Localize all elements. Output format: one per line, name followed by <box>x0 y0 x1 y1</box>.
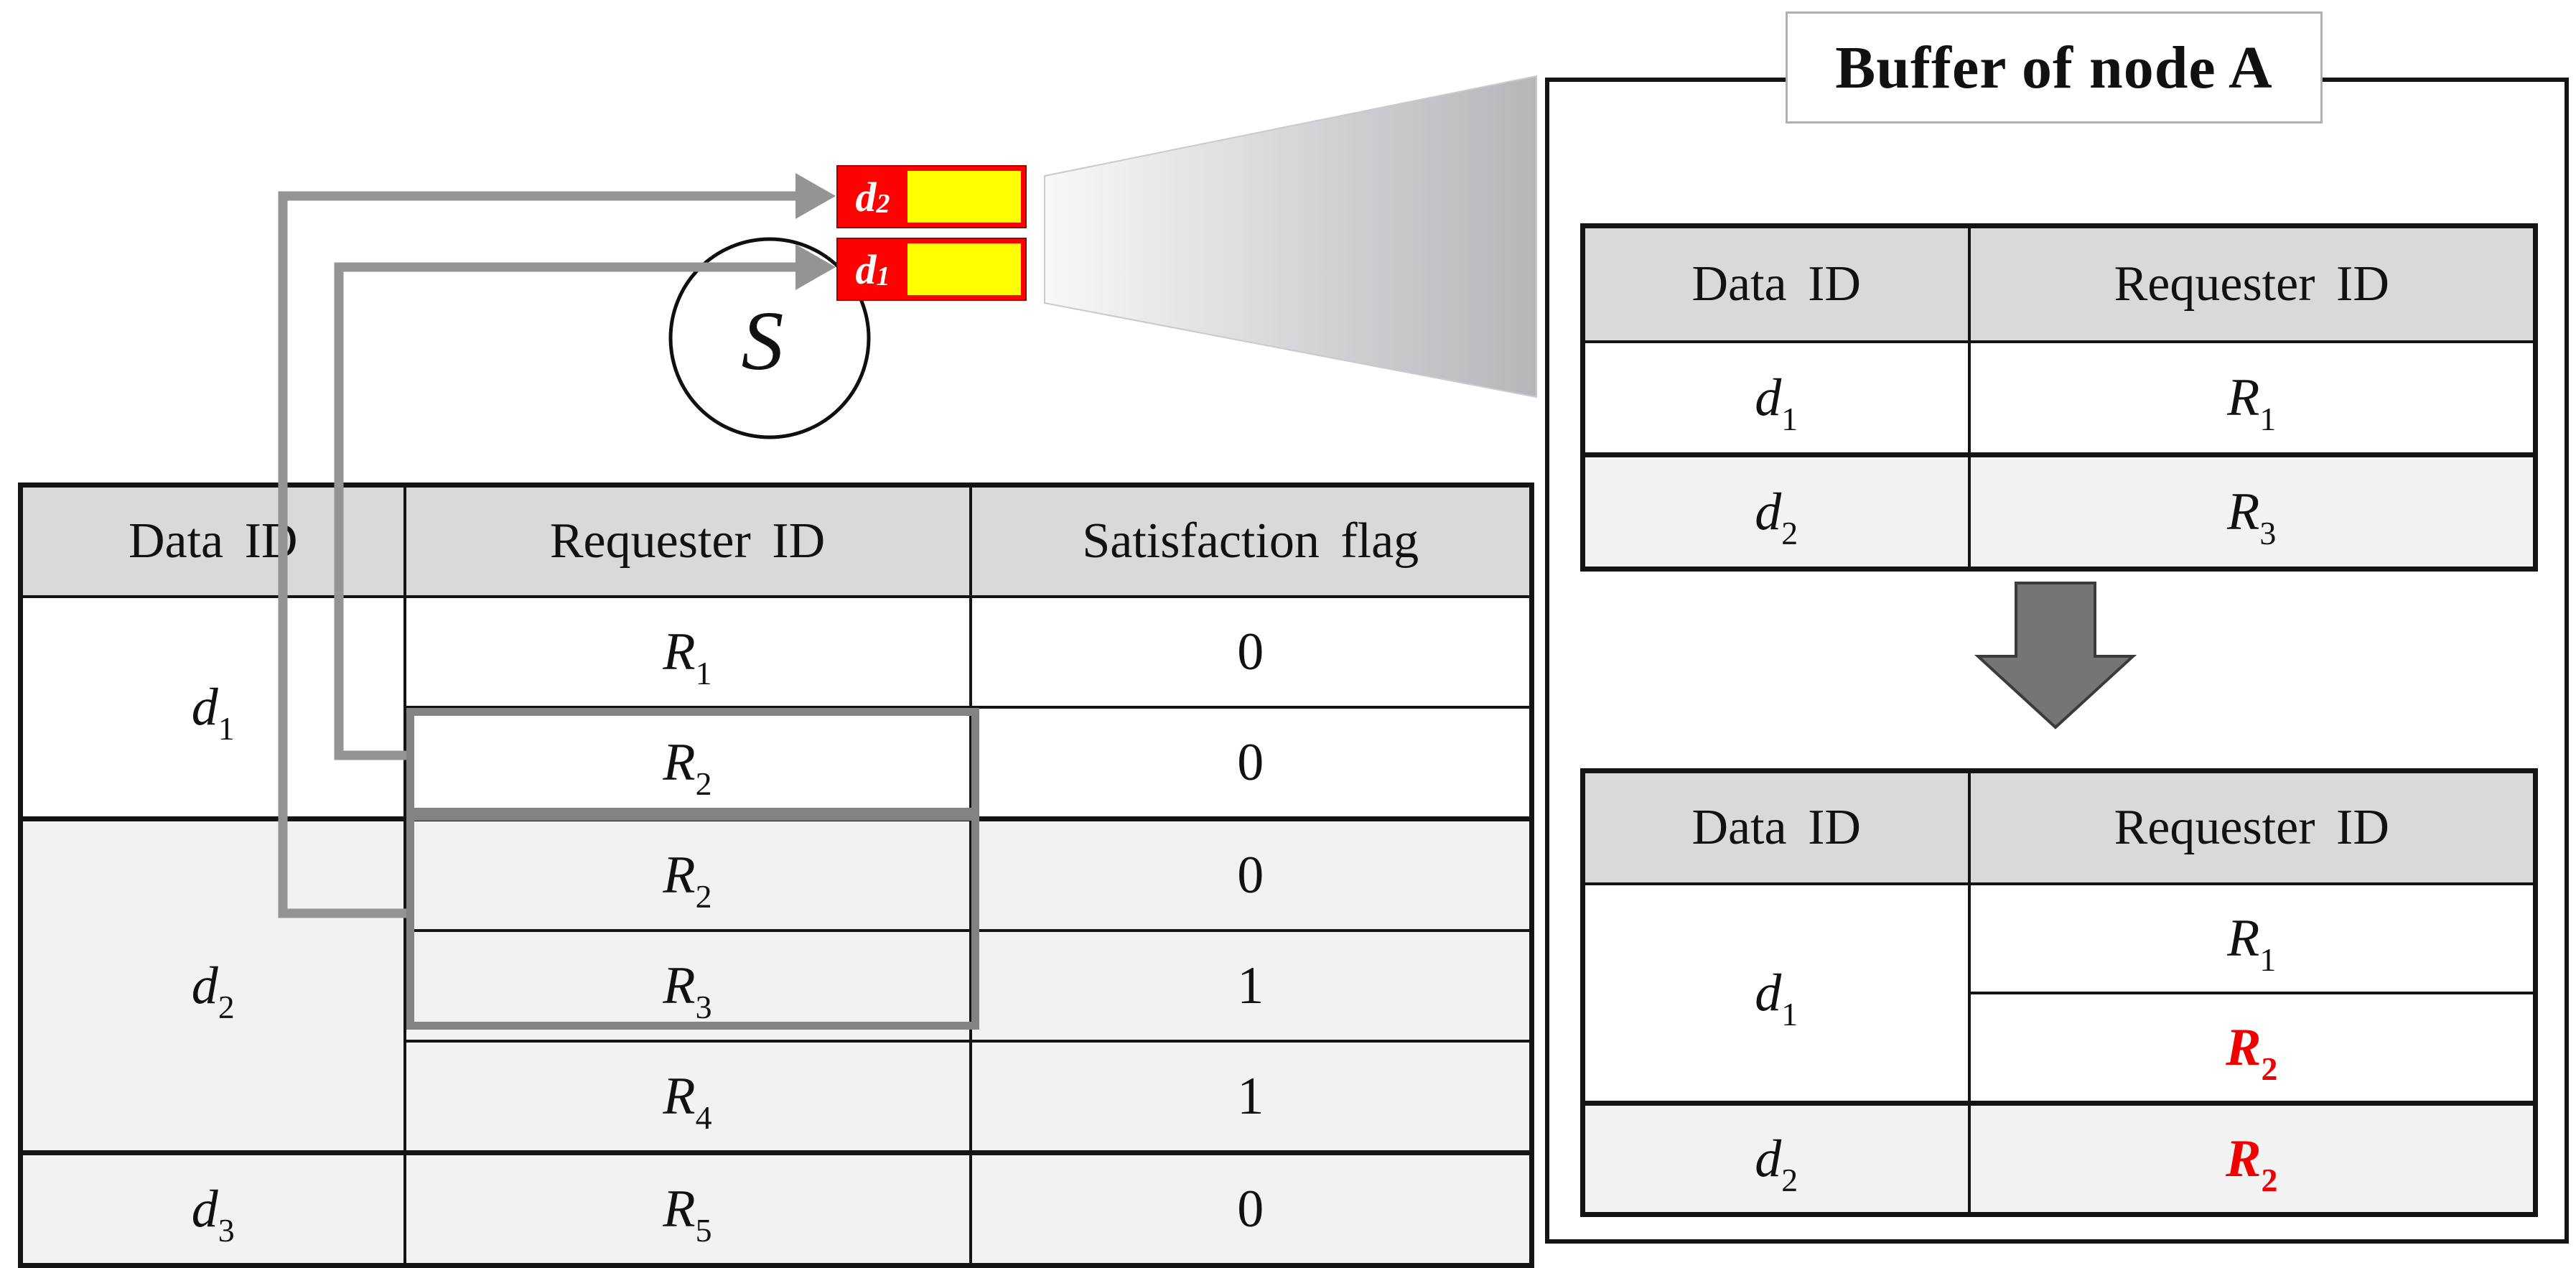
buffer-panel-title-text: Buffer of node A <box>1835 34 2273 101</box>
cell-after-d2-r2-new: R2 <box>1967 1101 2537 1216</box>
table-row: d1 R1 <box>1581 340 2537 457</box>
table-row: d1 R1 0 <box>19 595 1534 821</box>
table-row: d1 R1 <box>1581 882 2537 1105</box>
header-requester-id: Requester ID <box>1967 769 2537 885</box>
table-row: R2 <box>1583 992 2537 1105</box>
source-node-label: S <box>742 294 784 388</box>
cell-after-d2: d2 <box>1581 1101 1971 1216</box>
cell-before-d1: d1 <box>1581 340 1971 457</box>
cell-d2-r4-requester: R4 <box>403 1040 972 1155</box>
header-data-id: Data ID <box>1581 769 1971 885</box>
cell-before-d2-req: R3 <box>1967 452 2537 571</box>
table-row: d2 R2 <box>1581 1101 2537 1216</box>
zoom-beam <box>1044 75 1537 398</box>
cell-data-d1: d1 <box>19 595 406 821</box>
table-row: d2 R3 <box>1581 452 2537 571</box>
header-data-id: Data ID <box>1581 224 1971 343</box>
highlight-box-d1-r2 <box>406 708 979 816</box>
table-row: R4 1 <box>21 1040 1534 1155</box>
arrowhead-d2-icon <box>795 173 836 219</box>
packet-d2-payload <box>907 167 1025 227</box>
cell-after-d1-r1: R1 <box>1967 882 2537 994</box>
cell-d2-r3-flag: 1 <box>969 929 1534 1043</box>
cell-after-d1-r2-new: R2 <box>1967 992 2537 1105</box>
cell-after-d1: d1 <box>1581 882 1971 1105</box>
buffer-panel-title: Buffer of node A <box>1786 11 2323 123</box>
buffer-after-header-row: Data ID Requester ID <box>1581 769 2537 885</box>
table-row: d3 R5 0 <box>19 1150 1534 1267</box>
header-data-id: Data ID <box>19 483 406 598</box>
cell-d1-r1-requester: R1 <box>403 595 972 709</box>
packet-d1-payload <box>907 239 1025 299</box>
cell-d3-r5-requester: R5 <box>403 1150 972 1267</box>
cell-d2-r2-flag: 0 <box>969 816 1534 932</box>
highlight-box-d2-r2-r3 <box>406 813 979 1030</box>
request-table-header-row: Data ID Requester ID Satisfaction flag <box>19 483 1534 598</box>
cell-before-d1-req: R1 <box>1967 340 2537 457</box>
cell-d1-r2-flag: 0 <box>969 706 1534 821</box>
cell-d1-r1-flag: 0 <box>969 595 1534 709</box>
cell-data-d2: d2 <box>19 816 406 1155</box>
header-satisfaction-flag: Satisfaction flag <box>969 483 1534 598</box>
cell-data-d3: d3 <box>19 1150 406 1267</box>
cell-before-d2: d2 <box>1581 452 1971 571</box>
cell-d2-r4-flag: 1 <box>969 1040 1534 1155</box>
buffer-table-after: Data ID Requester ID d1 R1 R2 d2 R2 <box>1580 768 2538 1217</box>
buffer-table-before: Data ID Requester ID d1 R1 d2 R3 <box>1580 223 2538 572</box>
header-requester-id: Requester ID <box>403 483 972 598</box>
buffer-before-header-row: Data ID Requester ID <box>1581 224 2537 343</box>
cell-d3-r5-flag: 0 <box>969 1150 1534 1267</box>
arrowhead-d1-icon <box>795 244 836 290</box>
header-requester-id: Requester ID <box>1967 224 2537 343</box>
